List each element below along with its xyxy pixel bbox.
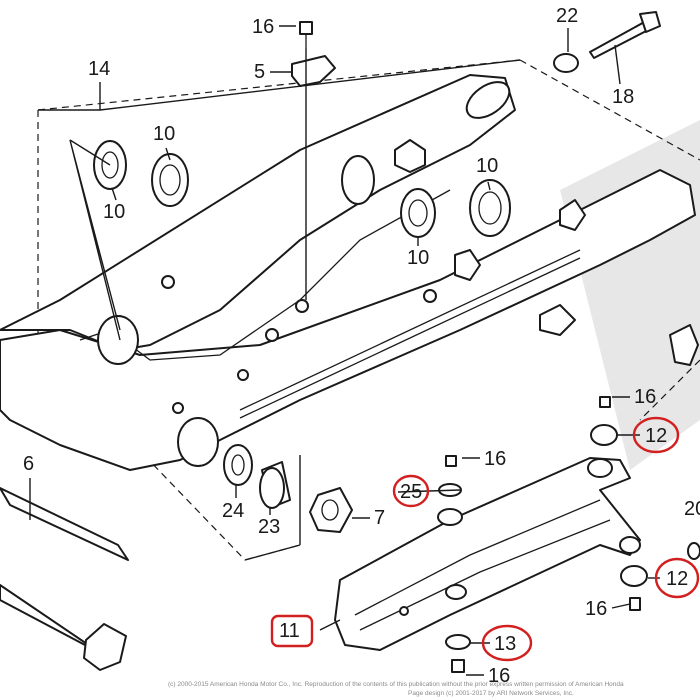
callout-14: 14: [88, 58, 110, 80]
callout-23: 23: [258, 516, 280, 538]
copyright-line-1: (c) 2000-2015 American Honda Motor Co., …: [168, 681, 624, 688]
pivot-axle: [0, 487, 129, 671]
background-hatch: [560, 120, 700, 470]
callout-10-right-top: 10: [476, 155, 498, 177]
callout-22: 22: [556, 5, 578, 27]
slider-hardware: [438, 396, 700, 673]
highlight-rings: [270, 416, 700, 662]
highlight-ring-12-lower: [654, 557, 700, 599]
callout-10-left: 10: [103, 201, 125, 223]
copyright-line-2: Page design (c) 2001-2017 by ARI Network…: [408, 690, 574, 697]
callout-7: 7: [374, 507, 385, 529]
highlight-ring-12-upper: [632, 416, 680, 454]
leader-lines: [29, 25, 660, 676]
highlight-box-11: [270, 614, 314, 648]
assembly-boundary: [37, 59, 700, 561]
callout-24: 24: [222, 500, 244, 522]
chain-slider: [334, 457, 641, 651]
callout-6: 6: [23, 453, 34, 475]
callout-12-upper: 12: [645, 425, 667, 447]
swingarm: [0, 74, 699, 471]
pivot-bearings: [93, 140, 511, 238]
highlight-ring-25: [392, 474, 430, 508]
callout-16-right-top: 16: [634, 386, 656, 408]
callout-labels: 16 5 14 22 18 10 10 10 10 6 24 23 7 16 2…: [23, 5, 700, 687]
callout-16-mid: 16: [484, 448, 506, 470]
callout-16: 16: [252, 16, 274, 38]
callout-10-center: 10: [407, 247, 429, 269]
callout-13: 13: [494, 633, 516, 655]
callout-16-bottom: 16: [488, 665, 510, 687]
lower-collars: [223, 444, 353, 533]
callout-20: 20: [684, 498, 700, 520]
callout-16-lower-right: 16: [585, 598, 607, 620]
highlight-ring-13: [481, 624, 533, 662]
callout-18: 18: [612, 86, 634, 108]
upper-hardware: [291, 11, 661, 87]
callout-11: 11: [279, 620, 300, 642]
callout-10-upper-left: 10: [153, 123, 175, 145]
callout-5: 5: [254, 61, 265, 83]
callout-25: 25: [400, 481, 422, 503]
callout-12-lower: 12: [666, 568, 688, 590]
